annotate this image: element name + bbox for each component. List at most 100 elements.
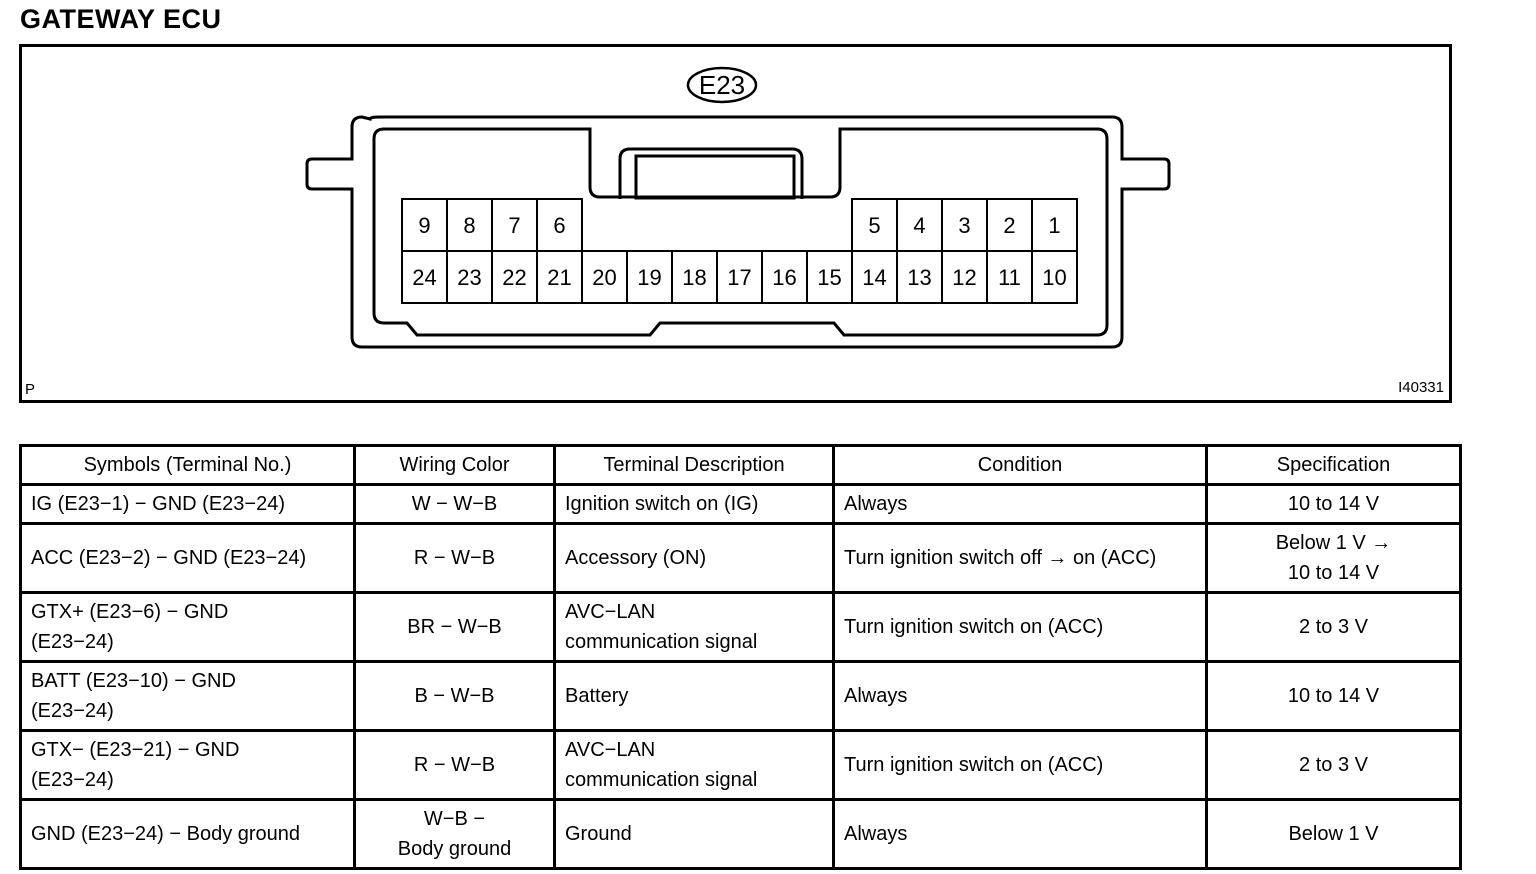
pin-number: 15 bbox=[817, 265, 841, 290]
header-specification: Specification bbox=[1205, 444, 1462, 486]
pin-number: 11 bbox=[998, 265, 1021, 290]
pin-number: 13 bbox=[907, 265, 931, 290]
wiring-color-cell: B − W−B bbox=[353, 660, 556, 732]
condition-cell: Always bbox=[832, 660, 1208, 732]
cell-line: AVC−LAN bbox=[565, 601, 656, 623]
header-wiring-color: Wiring Color bbox=[353, 444, 556, 486]
pin-number: 10 bbox=[1042, 265, 1066, 290]
connector-housing-inner bbox=[372, 127, 1109, 337]
table-row: GTX− (E23−21) − GND(E23−24) R − W−B AVC−LA… bbox=[19, 729, 1462, 801]
cell-line: Turn ignition switch on (ACC) bbox=[844, 754, 1104, 776]
connector-housing-outer bbox=[305, 115, 1171, 349]
cell-line: Body ground bbox=[397, 838, 512, 860]
pin-cell bbox=[1031, 250, 1078, 304]
cell-line: communication signal bbox=[565, 769, 758, 791]
connector-id-ellipse bbox=[686, 66, 758, 104]
cell-line: R − W−B bbox=[413, 754, 496, 776]
cell-line: Below 1 V → bbox=[1275, 532, 1392, 554]
description-cell: Ignition switch on (IG) bbox=[553, 483, 835, 525]
cell-line: (E23−24) bbox=[31, 631, 114, 653]
cell-line: 2 to 3 V bbox=[1299, 754, 1368, 776]
cell-line: 10 to 14 V bbox=[1287, 685, 1380, 707]
cell-line: 10 to 14 V bbox=[1287, 562, 1380, 584]
cell-line: GTX+ (E23−6) − GND bbox=[31, 601, 229, 623]
table-header-row: Symbols (Terminal No.) Wiring Color Term… bbox=[19, 444, 1462, 486]
terminal-spec-table: Symbols (Terminal No.) Wiring Color Term… bbox=[19, 444, 1462, 870]
pin-number: 21 bbox=[547, 265, 571, 290]
wiring-color-cell: R − W−B bbox=[353, 522, 556, 594]
wiring-color-cell: W−B − Body ground bbox=[353, 798, 556, 870]
symbol-cell: BATT (E23−10) − GND (E23−24) bbox=[19, 660, 356, 732]
cell-line: Turn ignition switch off → on (ACC) bbox=[844, 547, 1157, 569]
corner-mark-left: P bbox=[25, 381, 36, 398]
pin-number: 19 bbox=[637, 265, 661, 290]
cell-line: GTX− (E23−21) − GND bbox=[31, 739, 240, 761]
description-cell: Battery bbox=[553, 660, 835, 732]
pin-number: 5 bbox=[868, 213, 880, 238]
cell-line: 2 to 3 V bbox=[1299, 616, 1368, 638]
pin-number: 7 bbox=[508, 213, 520, 238]
table-row: GTX+ (E23−6) − GND (E23−24) BR − W−B AVC−LA… bbox=[19, 591, 1462, 663]
symbol-cell: GTX− (E23−21) − GND(E23−24) bbox=[19, 729, 356, 801]
cell-line: Ground bbox=[565, 823, 632, 845]
table-row: GND (E23−24) − Body ground W−B − Body grou… bbox=[19, 798, 1462, 870]
condition-cell: Turn ignition switch on (ACC) bbox=[832, 591, 1208, 663]
header-terminal-description: Terminal Description bbox=[553, 444, 835, 486]
pin-number: 12 bbox=[952, 265, 976, 290]
wiring-color-cell: W − W−B bbox=[353, 483, 556, 525]
pin-number: 9 bbox=[418, 213, 430, 238]
pin-number: 24 bbox=[412, 265, 436, 290]
cell-line: communication signal bbox=[565, 631, 758, 653]
symbol-cell: GTX+ (E23−6) − GND (E23−24) bbox=[19, 591, 356, 663]
cell-line: Always bbox=[844, 823, 908, 845]
cell-line: BATT (E23−10) − GND bbox=[31, 670, 236, 692]
cell-line: ACC (E23−2) − GND (E23−24) bbox=[31, 547, 307, 569]
header-condition: Condition bbox=[832, 444, 1208, 486]
specification-cell: 10 to 14 V bbox=[1205, 483, 1462, 525]
cell-line: BR − W−B bbox=[407, 616, 502, 638]
cell-line: W−B − bbox=[423, 808, 486, 830]
condition-cell: Turn ignition switch on (ACC) bbox=[832, 729, 1208, 801]
specification-cell: 10 to 14 V bbox=[1205, 660, 1462, 732]
condition-cell: Always bbox=[832, 483, 1208, 525]
pin-number: 22 bbox=[502, 265, 526, 290]
wiring-color-cell: BR − W−B bbox=[353, 591, 556, 663]
description-cell: AVC−LAN communication signal bbox=[553, 729, 835, 801]
pin-number: 3 bbox=[958, 213, 970, 238]
cell-line: B − W−B bbox=[414, 685, 495, 707]
pin-number: 6 bbox=[553, 213, 565, 238]
pin-number: 17 bbox=[727, 265, 751, 290]
cell-line: R − W−B bbox=[413, 547, 496, 569]
specification-cell: Below 1 V → 10 to 14 V bbox=[1205, 522, 1462, 594]
wiring-color-cell: R − W−B bbox=[353, 729, 556, 801]
cell-line: GND (E23−24) − Body ground bbox=[31, 823, 301, 845]
pin-number: 18 bbox=[682, 265, 706, 290]
pin-number: 2 bbox=[1003, 213, 1015, 238]
cell-line: Below 1 V bbox=[1288, 823, 1379, 845]
page-title: GATEWAY ECU bbox=[20, 4, 222, 34]
condition-cell: Always bbox=[832, 798, 1208, 870]
cell-line: Battery bbox=[565, 685, 629, 707]
header-symbols: Symbols (Terminal No.) bbox=[19, 444, 356, 486]
specification-cell: Below 1 V bbox=[1205, 798, 1462, 870]
pin-number: 16 bbox=[772, 265, 796, 290]
pin-number: 14 bbox=[862, 265, 886, 290]
table-row: IG (E23−1) − GND (E23−24)W − W−B Ignition… bbox=[19, 483, 1462, 525]
description-cell: Ground bbox=[553, 798, 835, 870]
cell-line: Ignition switch on (IG) bbox=[565, 493, 759, 515]
figure-id: I40331 bbox=[1398, 379, 1444, 396]
table-row: BATT (E23−10) − GND (E23−24) B − W−B Batter… bbox=[19, 660, 1462, 732]
cell-line: Turn ignition switch on (ACC) bbox=[844, 616, 1104, 638]
cell-line: Always bbox=[844, 493, 908, 515]
cell-line: 10 to 14 V bbox=[1287, 493, 1380, 515]
cell-line: Always bbox=[844, 685, 908, 707]
description-cell: AVC−LAN communication signal bbox=[553, 591, 835, 663]
symbol-cell: GND (E23−24) − Body ground bbox=[19, 798, 356, 870]
cell-line: AVC−LAN bbox=[565, 739, 656, 761]
pin-number: 23 bbox=[457, 265, 481, 290]
symbol-cell: IG (E23−1) − GND (E23−24) bbox=[19, 483, 356, 525]
cell-line: (E23−24) bbox=[31, 700, 114, 722]
